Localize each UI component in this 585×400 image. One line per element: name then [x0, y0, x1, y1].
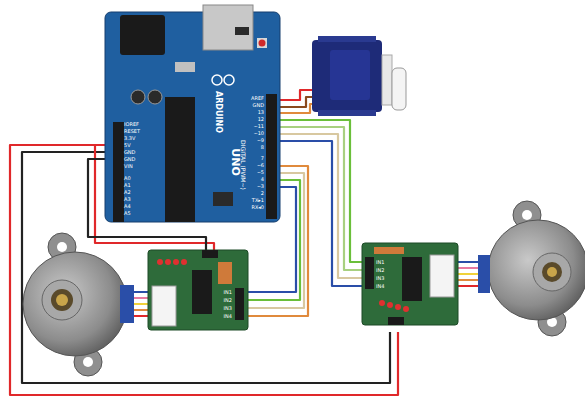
pin-label: ~11: [253, 124, 264, 129]
arduino-board-art: [105, 12, 280, 222]
driver-board: IN1IN2IN3IN4: [148, 250, 248, 330]
stepper-motor: [23, 233, 134, 376]
pin-label: ~5: [257, 170, 264, 175]
pin-label: 13: [258, 110, 264, 115]
pin-label: A1: [124, 183, 131, 188]
pin-label: 4: [261, 177, 264, 182]
board-text: IN3: [376, 276, 384, 281]
board-text: IN1: [224, 290, 232, 295]
pin-label: GND: [124, 150, 135, 155]
pin-label: A5: [124, 211, 131, 216]
pin-label: A3: [124, 197, 131, 202]
pin-label: ~9: [257, 138, 264, 143]
driver-board: IN1IN2IN3IN4: [362, 243, 458, 325]
pin-label: 2: [261, 191, 264, 196]
pin-label: ~3: [257, 184, 264, 189]
header-label: DIGITAL (PWM~): [240, 140, 246, 190]
board-text: IN1: [376, 260, 384, 265]
board-text: IN2: [376, 268, 384, 273]
driver-board-art: [148, 250, 248, 330]
pin-label: VIN: [124, 164, 133, 169]
board-text: IN2: [224, 298, 232, 303]
pin-label: A4: [124, 204, 131, 209]
pin-label: AREF: [251, 96, 264, 101]
pin-label: GND: [124, 157, 135, 162]
pin-label: 7: [261, 156, 264, 161]
arduino-board: ARDUINO UNO: [105, 12, 280, 222]
pin-label: 8: [261, 145, 264, 150]
pin-label: A2: [124, 190, 131, 195]
servo-motor: [312, 36, 406, 116]
signal-wire: [280, 141, 362, 286]
pin-label: 3.3V: [124, 136, 135, 141]
pin-label: 5V: [124, 143, 131, 148]
board-text: IN3: [224, 306, 232, 311]
pin-label: IOREF: [124, 122, 139, 127]
board-text: UNO: [230, 148, 241, 176]
pin-label: ~10: [253, 131, 264, 136]
board-text: IN4: [376, 284, 384, 289]
pin-label: A0: [124, 176, 131, 181]
pin-label: ~6: [257, 163, 264, 168]
pin-label: 12: [258, 117, 264, 122]
pin-label: GND: [253, 103, 264, 108]
stepper-motor: [478, 201, 585, 336]
pin-label: RESET: [124, 129, 140, 134]
board-text: ARDUINO: [214, 91, 222, 133]
board-text: IN4: [224, 314, 232, 319]
pin-label: TX▸1: [252, 198, 264, 203]
pin-label: RX◂0: [251, 205, 264, 210]
